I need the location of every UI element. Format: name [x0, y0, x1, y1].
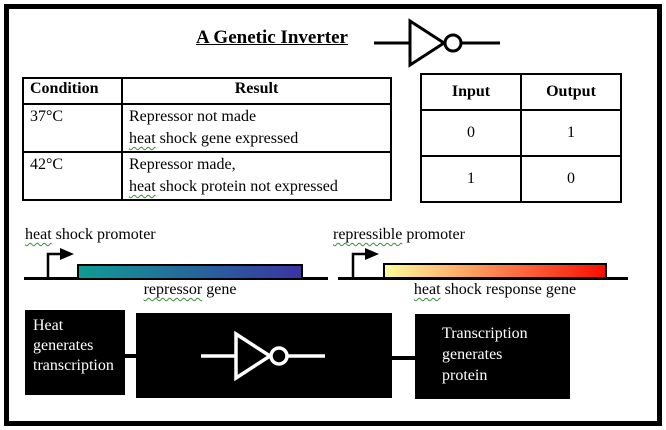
- table-row: 42°C Repressor made, heat shock protein …: [22, 151, 392, 201]
- heat-generates-transcription-box: Heat generates transcription: [25, 310, 125, 395]
- gene-label-wavy-word: heat: [413, 281, 441, 298]
- condition-cell: 42°C: [22, 151, 123, 201]
- connector-line: [392, 356, 415, 360]
- input-cell: 0: [420, 109, 522, 157]
- heat-shock-gene-bar: [383, 263, 607, 279]
- box-line: generates: [442, 346, 503, 363]
- box-line: transcription: [33, 357, 114, 374]
- input-cell: 1: [420, 155, 522, 203]
- promoter-label-rest: promoter: [402, 226, 465, 243]
- result-line2-wavy-word: heat: [129, 130, 156, 147]
- connector-line: [125, 354, 136, 358]
- promoter-label-wavy-word: repressible: [333, 226, 403, 243]
- table-row: 1 0: [420, 155, 622, 203]
- promoter-arrow-icon: [351, 248, 379, 279]
- table-header-row: Input Output: [420, 73, 622, 111]
- transcription-generates-protein-box: Transcription generates protein: [415, 314, 570, 399]
- result-header: Result: [121, 77, 392, 105]
- inverter-gate-icon: [374, 18, 500, 68]
- condition-result-table: Condition Result 37°C Repressor not made…: [22, 77, 392, 201]
- truth-table: Input Output 0 1 1 0: [420, 73, 622, 203]
- box-line: Heat: [33, 317, 64, 334]
- promoter-label-wavy-word: heat: [25, 226, 52, 243]
- output-header: Output: [520, 73, 622, 111]
- result-line2-rest: shock gene expressed: [155, 130, 299, 147]
- inverter-gate-box: [136, 313, 392, 398]
- repressible-promoter-label: repressible promoter: [333, 226, 465, 244]
- promoter-arrow-icon: [46, 248, 74, 279]
- page-title: A Genetic Inverter: [196, 27, 348, 48]
- repressor-gene-bar: [77, 264, 303, 280]
- heat-shock-gene-label: heat shock response gene: [383, 281, 607, 299]
- gene-label-rest: shock response gene: [440, 281, 577, 298]
- table-row: 0 1: [420, 109, 622, 157]
- repressor-gene-label: repressor gene: [77, 281, 303, 299]
- gene-label-wavy-word: repressor: [143, 281, 203, 298]
- input-header: Input: [420, 73, 522, 111]
- heat-shock-promoter-label: heat shock promoter: [25, 226, 156, 244]
- condition-cell: 37°C: [22, 103, 123, 153]
- result-line1: Repressor not made: [129, 108, 257, 125]
- inverter-gate-icon-white: [201, 330, 325, 381]
- table-row: 37°C Repressor not made heat shock gene …: [22, 103, 392, 153]
- result-line2-wavy-word: heat: [129, 178, 156, 195]
- condition-header: Condition: [22, 77, 123, 105]
- output-cell: 1: [520, 109, 622, 157]
- output-cell: 0: [520, 155, 622, 203]
- box-line: generates: [33, 337, 94, 354]
- result-line2-rest: shock protein not expressed: [155, 178, 338, 195]
- box-line: protein: [442, 367, 488, 384]
- table-header-row: Condition Result: [22, 77, 392, 105]
- box-line: Transcription: [442, 325, 528, 342]
- result-line1: Repressor made,: [129, 156, 236, 173]
- promoter-label-rest: shock promoter: [51, 226, 156, 243]
- gene-label-rest: gene: [202, 281, 237, 298]
- result-cell: Repressor not made heat shock gene expre…: [121, 103, 392, 153]
- result-cell: Repressor made, heat shock protein not e…: [121, 151, 392, 201]
